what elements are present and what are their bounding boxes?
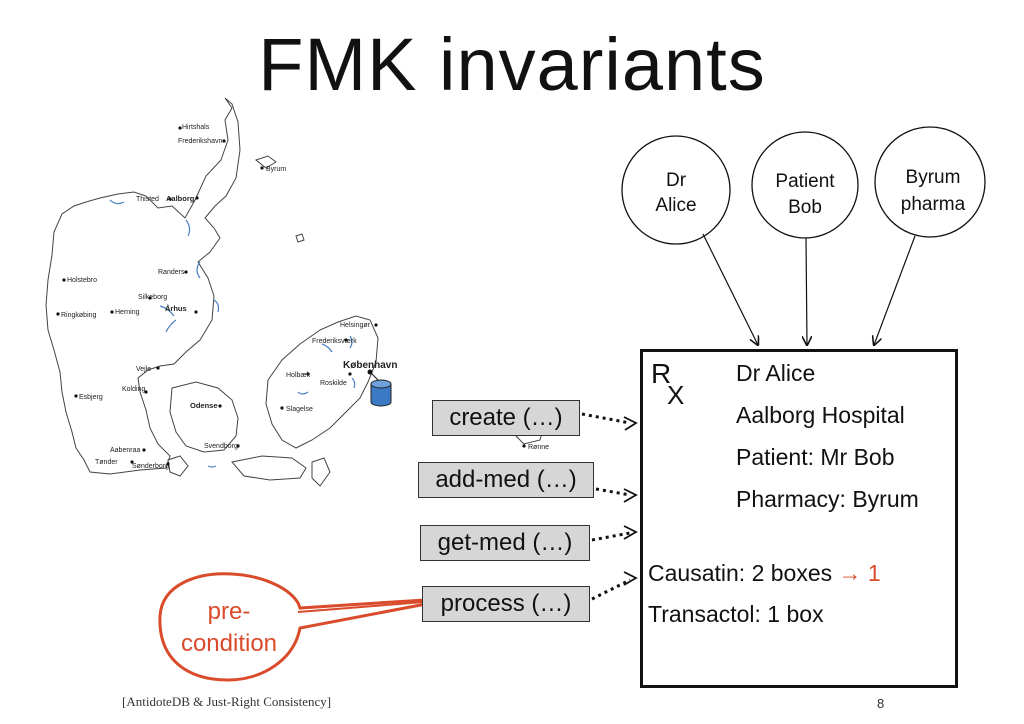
med-new-quantity: → 1 [832, 560, 881, 586]
rx-medication-transactol: Transactol: 1 box [648, 601, 824, 627]
create-operation[interactable]: create (…) [432, 400, 580, 436]
arrow-pharma-to-rx [874, 235, 916, 345]
rx-medication-causatin: Causatin: 2 boxes → 1 [648, 560, 881, 587]
precondition-line-2: condition [180, 630, 278, 657]
zealand-shape [265, 315, 379, 449]
city-label: Frederikshavn [178, 138, 222, 145]
city-label: Ringkøbing [61, 312, 97, 319]
city-label: København [343, 360, 397, 371]
precondition-line-1: pre- [207, 598, 251, 625]
city-label: Tønder [95, 459, 118, 466]
lolland-shape [231, 455, 307, 481]
city-label: Silkeborg [138, 294, 167, 301]
med-name: Causatin: [648, 560, 752, 586]
rx-symbol-x: X [667, 380, 685, 410]
city-label: Frederiksværk [312, 338, 357, 345]
city-label: Hirtshals [182, 124, 210, 131]
city-label: Byrum [266, 166, 286, 173]
city-label: Svendborg [204, 443, 238, 450]
city-label: Holbæk [286, 372, 311, 379]
city-label: Aalborg [166, 194, 195, 203]
city-label: Slagelse [286, 406, 313, 413]
rx-patient: Patient: Mr Bob [736, 444, 895, 470]
actor-pharma-label: pharma [901, 194, 966, 215]
falster-shape [311, 457, 331, 487]
dotted-arrow-create [581, 412, 631, 425]
city-label: Kolding [122, 386, 145, 393]
rx-symbol-r: R [651, 358, 672, 389]
city-label: Esbjerg [79, 394, 103, 401]
city-label: Vejle [136, 366, 151, 373]
get-med-operation[interactable]: get-med (…) [420, 525, 590, 561]
slide-title: FMK invariants [258, 23, 766, 106]
city-label: Thisted [136, 196, 159, 203]
city-label: Herning [115, 309, 140, 316]
actor-byrum-pharma [874, 126, 986, 238]
city-label: Aabenraa [110, 447, 140, 454]
database-icon [369, 371, 392, 407]
actor-patient-bob [751, 131, 859, 239]
actor-pharma-label: Byrum [906, 167, 961, 188]
med-old-quantity: 2 boxes [751, 560, 833, 586]
rx-hospital: Aalborg Hospital [736, 402, 905, 428]
rx-pharmacy: Pharmacy: Byrum [736, 486, 919, 512]
actor-dr-alice [621, 135, 731, 245]
add-med-operation[interactable]: add-med (…) [418, 462, 594, 498]
prescription-box: R X Dr Alice Aalborg Hospital Patient: M… [640, 349, 958, 688]
page-number: 8 [877, 696, 885, 711]
city-label: Rønne [528, 444, 549, 451]
citation: [AntidoteDB & Just-Right Consistency] [122, 694, 332, 709]
city-label: Holstebro [67, 277, 97, 284]
city-label: Odense [190, 401, 218, 410]
dotted-arrow-process [591, 578, 631, 601]
rx-doctor: Dr Alice [736, 360, 816, 386]
actor-patient-label: Patient [775, 171, 835, 192]
actor-dr-label: Alice [655, 195, 696, 216]
arrow-patient-to-rx [806, 237, 807, 345]
precondition-label: pre- condition [160, 596, 298, 660]
laeso-shape [254, 155, 277, 169]
anholt-shape [295, 233, 305, 243]
city-label: Randers [158, 269, 185, 276]
actor-patient-label: Bob [788, 197, 822, 218]
city-label: Århus [165, 304, 187, 313]
actor-dr-label: Dr [666, 170, 687, 191]
city-label: Roskilde [320, 380, 347, 387]
city-label: Sønderborg [132, 463, 169, 470]
arrow-dr-to-rx [702, 233, 758, 345]
als-shape [167, 455, 189, 477]
jutland-shape [45, 97, 241, 475]
funen-shape [169, 381, 239, 453]
process-operation[interactable]: process (…) [422, 586, 590, 622]
city-label: Helsingør [340, 322, 371, 329]
dotted-arrow-add-med [595, 487, 631, 497]
